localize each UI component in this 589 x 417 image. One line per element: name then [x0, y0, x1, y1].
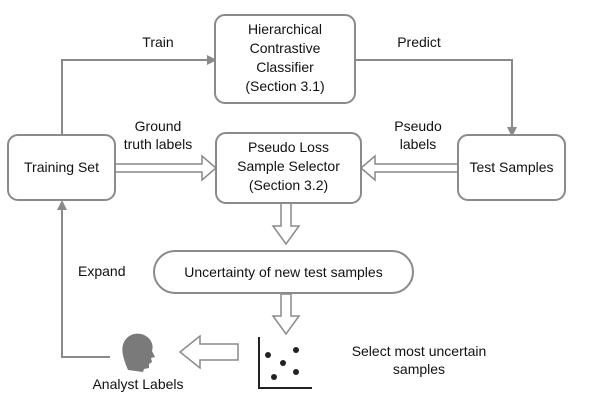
- select-label-line-2: samples: [393, 361, 445, 377]
- selector-line-1: Pseudo Loss: [248, 139, 329, 155]
- uncertainty-node: Uncertainty of new test samples: [153, 250, 414, 294]
- select-label-line-1: Select most uncertain: [352, 343, 487, 359]
- pseudo-labels-block-arrow: [359, 154, 459, 182]
- scatter-dot: [293, 369, 299, 375]
- classifier-line-3: Classifier: [256, 59, 314, 75]
- ground-truth-label-line-1: Ground: [135, 118, 182, 134]
- classifier-line-1: Hierarchical: [248, 21, 322, 37]
- selector-line-2: Sample Selector: [237, 158, 340, 174]
- select-left-block-arrow: [178, 334, 239, 370]
- test-samples-node: Test Samples: [457, 134, 566, 201]
- classifier-node: Hierarchical Contrastive Classifier (Sec…: [214, 14, 356, 104]
- scatter-dot: [265, 352, 271, 358]
- expand-label: Expand: [78, 263, 125, 279]
- ground-truth-label-line-2: truth labels: [124, 136, 192, 152]
- train-label: Train: [142, 34, 173, 50]
- selector-line-3: (Section 3.2): [249, 177, 328, 193]
- scatter-plot-icon: [258, 337, 312, 389]
- selector-node: Pseudo Loss Sample Selector (Section 3.2…: [215, 132, 362, 204]
- uncertainty-down-block-arrow: [271, 293, 301, 336]
- predict-label: Predict: [397, 34, 441, 50]
- train-connector: [61, 55, 217, 135]
- selector-down-block-arrow: [271, 202, 301, 246]
- scatter-dot: [280, 360, 286, 366]
- uncertainty-label: Uncertainty of new test samples: [184, 264, 382, 280]
- expand-connector: [57, 200, 110, 358]
- pseudo-label-line-1: Pseudo: [394, 118, 442, 134]
- pseudo-label-line-2: labels: [400, 136, 437, 152]
- training-set-node: Training Set: [7, 134, 116, 201]
- scatter-dot: [271, 374, 277, 380]
- test-samples-label: Test Samples: [469, 159, 553, 175]
- ground-truth-block-arrow: [114, 154, 218, 182]
- scatter-dot: [293, 347, 299, 353]
- classifier-line-4: (Section 3.1): [245, 78, 324, 94]
- training-set-label: Training Set: [24, 159, 99, 175]
- classifier-line-2: Contrastive: [250, 40, 321, 56]
- person-head-icon: [122, 333, 155, 372]
- analyst-label: Analyst Labels: [92, 376, 183, 392]
- predict-connector: [355, 59, 517, 137]
